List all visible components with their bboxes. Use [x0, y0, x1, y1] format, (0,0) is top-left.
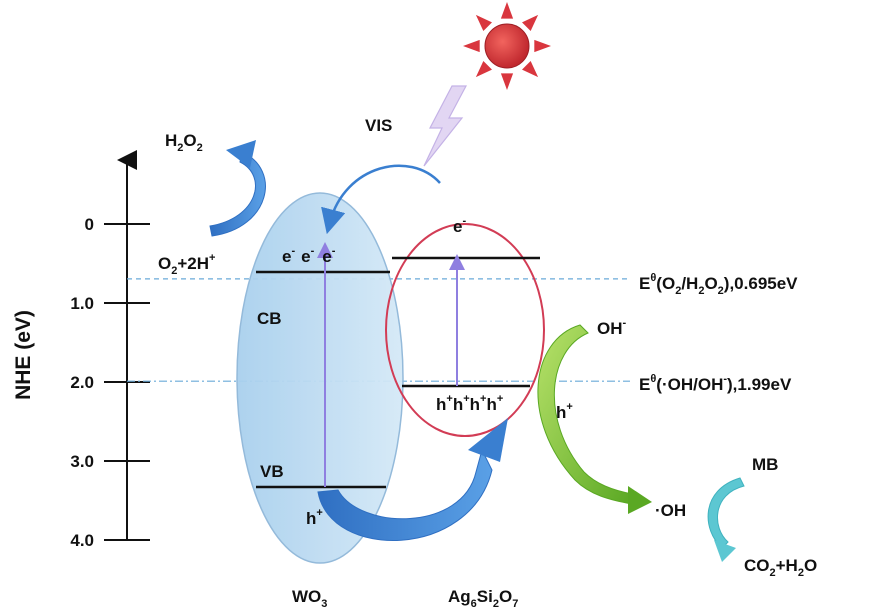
oh-potential-label: Eθ(·OH/OH-),1.99eV: [639, 373, 792, 394]
y-axis-tick-label: 0: [85, 215, 94, 234]
y-axis-tick-label: 2.0: [70, 373, 94, 392]
oh-minus-label: OH-: [597, 317, 627, 338]
wo3-hole-label: h+: [306, 507, 323, 528]
y-axis-title: NHE (eV): [12, 310, 35, 400]
y-axis-tick-label: 1.0: [70, 294, 94, 313]
ag6si2o7-material-label: Ag6Si2O7: [448, 587, 518, 610]
sun-ray: [463, 39, 480, 53]
ag6si2o7-particle: [385, 223, 545, 437]
y-axis-tick-label: 4.0: [70, 531, 94, 550]
sun-icon: [463, 2, 551, 90]
oh-radical-label: ·OH: [655, 501, 686, 520]
sun-ray: [522, 61, 539, 78]
oh-radical-formation-arrowhead: [628, 486, 652, 514]
hole-transfer-arrowhead: [468, 418, 508, 462]
sun-ray: [475, 14, 492, 31]
y-axis-tick-label: 3.0: [70, 452, 94, 471]
sun-ray: [500, 2, 514, 19]
o2-h2o2-potential-label: Eθ(O2/H2O2),0.695eV: [639, 272, 798, 297]
h2o2-formation-arrowhead: [226, 140, 256, 168]
oh-radical-formation-arrow: [537, 324, 633, 505]
mb-degradation-arrow: [707, 477, 745, 549]
wo3-particle: [236, 192, 404, 564]
wo3-electrons-label: e-e-e-: [282, 245, 336, 266]
sun-ray: [522, 14, 539, 31]
h2o2-formation-arrow: [209, 151, 266, 237]
vis-light-label: VIS: [365, 116, 392, 135]
h2o2-product-label: H2O2: [165, 131, 203, 154]
wo3-material-label: WO3: [292, 587, 327, 610]
sun-ray: [534, 39, 551, 53]
sun-ray: [500, 73, 514, 90]
y-axis-ticks: 0 1.0 2.0 3.0 4.0: [70, 215, 150, 550]
mb-degradation-arrowhead: [714, 540, 736, 562]
h-plus-label: h+: [556, 401, 573, 422]
hole-transfer-arrow: [317, 448, 493, 541]
sun-ray: [475, 61, 492, 78]
electron-transfer-arrow: [321, 164, 441, 235]
wo3-vb-label: VB: [260, 462, 284, 481]
mb-label: MB: [752, 455, 778, 474]
co2-h2o-product-label: CO2+H2O: [744, 556, 817, 579]
ag6si2o7-holes-label: h+h+h+h+: [436, 393, 503, 414]
o2-2h-reactant-label: O2+2H+: [158, 252, 215, 277]
ag6si2o7-electron-label: e-: [453, 215, 466, 236]
wo3-cb-label: CB: [257, 309, 282, 328]
lightning-bolt-icon: [423, 85, 467, 167]
